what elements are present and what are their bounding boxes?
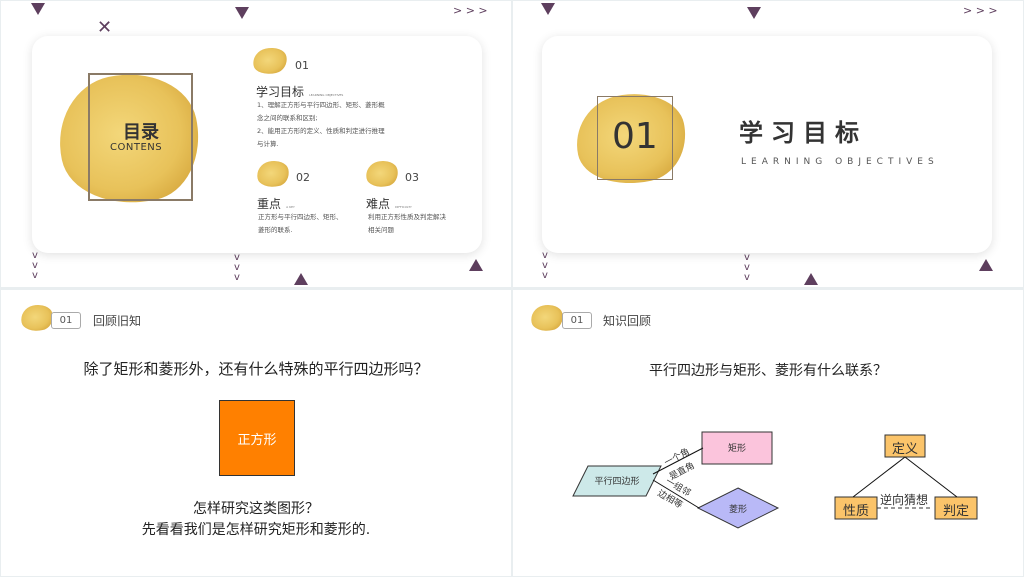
- item-title-text: 学习目标: [256, 85, 305, 99]
- triangle-decor: [979, 259, 993, 271]
- desc-line: 利用正方形性质及判定解决: [368, 213, 446, 221]
- gold-brush: [250, 44, 290, 78]
- item-number: 03: [405, 171, 419, 184]
- rhombus-label: 菱形: [728, 505, 747, 515]
- item-title-text: 难点: [366, 197, 391, 211]
- item-title-text: 重点: [257, 197, 282, 211]
- judgement-label: 判定: [942, 504, 969, 519]
- rectangle-shape: [701, 431, 773, 465]
- triangle-decor: [294, 273, 308, 285]
- section-en: LEARNING OBJECTIVES: [741, 157, 939, 167]
- desc-line: 1、理解正方形与平行四边形、矩形、菱形概: [257, 101, 385, 109]
- prompt-line-1: 怎样研究这类图形？: [193, 501, 319, 517]
- edge-line: [652, 447, 704, 475]
- edge-line: [904, 456, 958, 498]
- section-badge: 01: [562, 312, 592, 329]
- parallelogram-shape: [572, 465, 662, 497]
- title-card: 01 学习目标 LEARNING OBJECTIVES: [542, 36, 992, 253]
- gold-brush: [254, 157, 292, 191]
- arrows-decor-icon: > > >: [453, 4, 488, 17]
- item-title[interactable]: 难点 DIFFICULTY: [366, 193, 412, 212]
- definition-label: 定义: [891, 442, 918, 457]
- section-title: 学习目标: [739, 119, 867, 147]
- rhombus-shape: [696, 487, 780, 529]
- triangle-decor: [747, 7, 761, 19]
- item-description: 1、理解正方形与平行四边形、矩形、菱形概 念之间的联系和区别; 2、能用正方形的…: [257, 99, 385, 151]
- judgement-box: [934, 496, 978, 520]
- x-decor-icon: ✕: [97, 17, 113, 38]
- reverse-guess-label: 逆向猜想: [880, 493, 929, 507]
- section-heading: 知识回顾: [603, 314, 652, 328]
- section-number: 01: [612, 116, 658, 157]
- item-title[interactable]: 学习目标 LEARNING OBJECTIVES: [256, 81, 343, 100]
- contents-title: 目录: [123, 122, 159, 143]
- desc-line: 2、能用正方形的定义、性质和判定进行推理: [257, 127, 385, 135]
- square-label: 正方形: [237, 432, 277, 448]
- desc-line: 相关问题: [368, 226, 394, 234]
- item-description: 利用正方形性质及判定解决 相关问题: [368, 211, 446, 237]
- square-shape[interactable]: 正方形: [219, 400, 295, 476]
- desc-line: 念之间的联系和区别;: [257, 114, 318, 122]
- gold-brush: [363, 157, 401, 191]
- contents-subtitle: CONTENS: [110, 142, 163, 153]
- question: 除了矩形和菱形外，还有什么特殊的平行四边形吗？: [83, 360, 429, 378]
- gold-brush: [18, 301, 56, 335]
- contents-card: 目录 CONTENS 01 学习目标 LEARNING OBJECTIVES 1…: [32, 36, 482, 253]
- prompt-line-2: 先看看我们是怎样研究矩形和菱形的.: [141, 522, 371, 538]
- triangle-decor: [31, 3, 45, 15]
- slide-knowledge-review[interactable]: 01 知识回顾 平行四边形与矩形、菱形有什么联系？ 平行四边形 矩形 菱形 一个…: [513, 290, 1023, 576]
- property-label: 性质: [842, 504, 869, 519]
- triangle-decor: [469, 259, 483, 271]
- item-en: LEARNING OBJECTIVES: [309, 93, 344, 97]
- desc-line: 正方形与平行四边形、矩形、: [258, 213, 343, 221]
- arrows-decor-icon: > > >: [963, 4, 998, 17]
- triangle-decor: [804, 273, 818, 285]
- item-en: A KEY: [286, 205, 295, 209]
- relationship-diagram: [572, 431, 978, 529]
- frame: [597, 96, 673, 180]
- item-description: 正方形与平行四边形、矩形、 菱形的联系.: [258, 211, 343, 237]
- parallelogram-label: 平行四边形: [594, 477, 640, 487]
- slide-review[interactable]: 01 回顾旧知 除了矩形和菱形外，还有什么特殊的平行四边形吗？ 正方形 怎样研究…: [1, 290, 511, 576]
- item-number: 01: [295, 59, 309, 72]
- desc-line: 与计算.: [257, 140, 279, 148]
- item-en: DIFFICULTY: [395, 205, 412, 209]
- triangle-decor: [541, 3, 555, 15]
- question: 平行四边形与矩形、菱形有什么联系？: [649, 363, 887, 379]
- section-heading: 回顾旧知: [93, 314, 142, 328]
- edge-line: [652, 479, 700, 509]
- edge-line: [852, 456, 906, 498]
- item-title[interactable]: 重点 A KEY: [257, 193, 295, 212]
- triangle-decor: [235, 7, 249, 19]
- section-badge: 01: [51, 312, 81, 329]
- desc-line: 菱形的联系.: [258, 226, 293, 234]
- rectangle-label: 矩形: [727, 444, 746, 454]
- item-number: 02: [296, 171, 310, 184]
- frame: [88, 73, 193, 201]
